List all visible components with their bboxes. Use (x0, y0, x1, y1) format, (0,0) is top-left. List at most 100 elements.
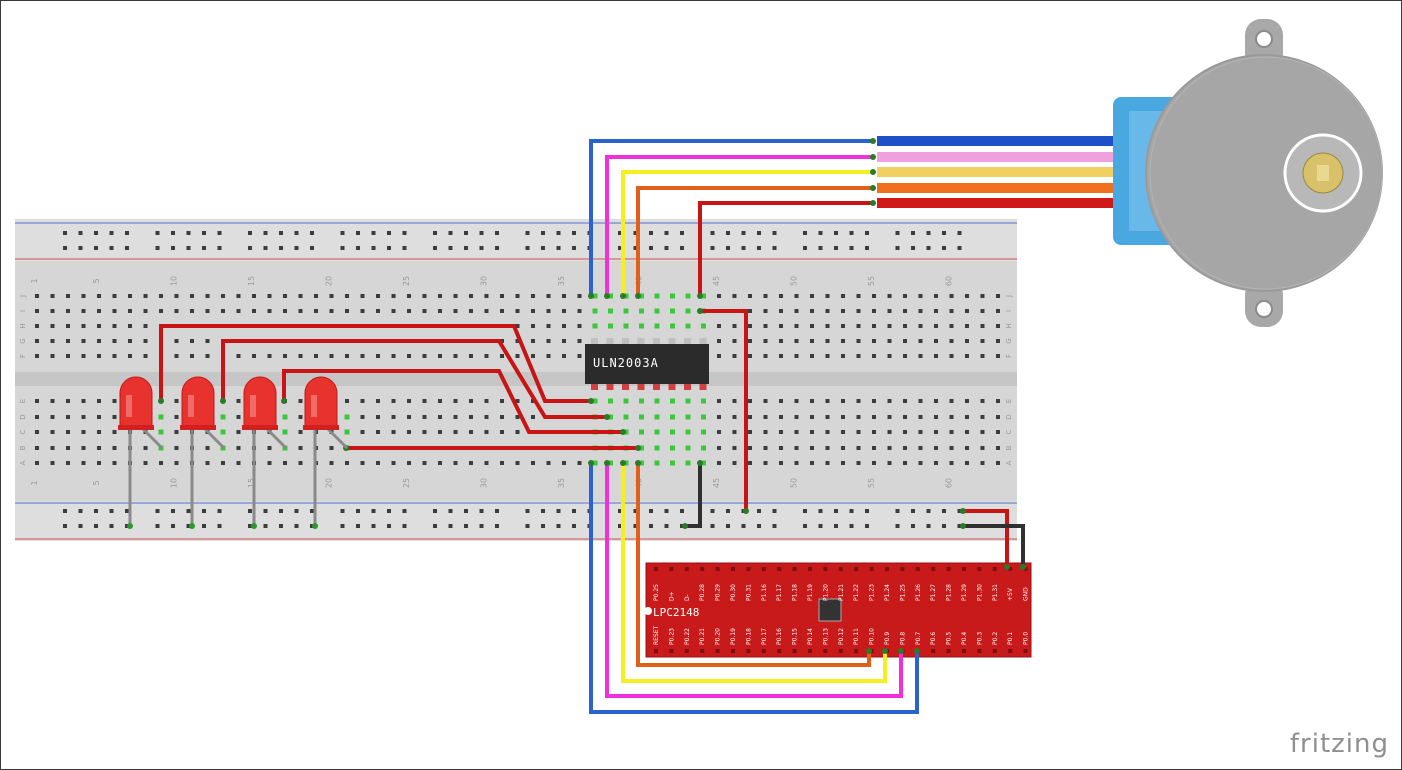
row-letter: J (1005, 295, 1013, 298)
column-number: 55 (867, 276, 876, 286)
row-letter: J (19, 295, 27, 298)
mcu-pin-hole (931, 649, 936, 653)
rail-hole (202, 524, 206, 528)
breadboard-hole (329, 461, 334, 465)
mcu-pin-label: P0.6 (930, 632, 937, 645)
rail-hole (186, 246, 191, 250)
rail-hole (865, 509, 869, 513)
rail-hole (926, 246, 931, 250)
breadboard-hole (996, 324, 1000, 328)
breadboard-hole (298, 354, 303, 358)
column-number: 25 (402, 478, 411, 488)
connected-hole (654, 323, 660, 329)
breadboard-hole (376, 294, 380, 298)
breadboard-hole (81, 339, 86, 343)
rail-hole (942, 246, 946, 250)
mcu-pin-label: P1.20 (822, 584, 829, 601)
wire-end (697, 293, 703, 299)
breadboard-hole (236, 461, 241, 465)
breadboard-hole (407, 309, 411, 313)
breadboard-hole (66, 309, 70, 313)
rail-hole (448, 231, 453, 235)
rail-hole (649, 246, 653, 250)
mcu-pin-hole (792, 567, 797, 571)
rail-hole (202, 509, 206, 513)
breadboard-hole (562, 309, 566, 313)
rail-hole (217, 246, 222, 250)
breadboard-hole (50, 354, 55, 358)
breadboard-hole (763, 415, 768, 419)
breadboard-hole (267, 354, 272, 358)
breadboard-hole (546, 309, 551, 313)
breadboard-hole (748, 461, 752, 465)
rail-hole (402, 231, 407, 235)
rail-hole (263, 509, 268, 513)
breadboard-hole (453, 309, 458, 313)
breadboard-hole (66, 294, 70, 298)
breadboard-hole (887, 446, 892, 450)
rail-hole (741, 524, 746, 528)
breadboard-hole (50, 415, 55, 419)
breadboard-hole (872, 339, 876, 343)
breadboard-hole (236, 446, 241, 450)
connected-hole (654, 398, 660, 404)
rail-hole (572, 231, 576, 235)
breadboard-hole (918, 430, 923, 434)
breadboard-hole (360, 430, 365, 434)
breadboard-hole (50, 399, 55, 403)
breadboard-hole (748, 446, 752, 450)
breadboard-hole (810, 415, 814, 419)
breadboard-hole (174, 354, 179, 358)
breadboard-hole (298, 399, 303, 403)
column-number: 5 (92, 480, 101, 485)
wire-end (604, 293, 610, 299)
breadboard-hole (965, 399, 969, 403)
center-channel (15, 372, 1017, 386)
column-number: 30 (480, 478, 489, 488)
rail-hole (186, 509, 191, 513)
motor-lead-wire (877, 152, 1113, 162)
breadboard-hole (748, 309, 752, 313)
rail-hole (495, 509, 499, 513)
mcu-pin-label: P0.23 (668, 628, 675, 645)
breadboard-hole (856, 324, 861, 328)
breadboard-hole (35, 430, 39, 434)
led-body (243, 376, 277, 428)
rail-hole (155, 524, 160, 528)
breadboard-hole (81, 294, 86, 298)
rail-hole (957, 524, 962, 528)
breadboard-hole (298, 430, 303, 434)
rail-hole (680, 231, 684, 235)
breadboard-hole (717, 415, 721, 419)
breadboard-hole (143, 294, 148, 298)
mcu-pin-label: RESET (653, 625, 660, 645)
breadboard-hole (825, 339, 830, 343)
breadboard-hole (794, 415, 799, 419)
mcu-pin-label: P1.26 (915, 584, 922, 601)
breadboard-hole (872, 309, 876, 313)
rail-hole (356, 524, 360, 528)
rail-hole (710, 246, 715, 250)
connected-hole (592, 398, 598, 404)
rail-hole (664, 231, 669, 235)
mcu-indicator (644, 607, 652, 615)
wire-orange-mcu (636, 461, 871, 667)
breadboard-hole (856, 446, 861, 450)
breadboard-hole (500, 354, 504, 358)
mcu-pin-hole (1008, 567, 1013, 571)
column-number: 20 (325, 276, 334, 286)
led-highlight (311, 395, 317, 417)
breadboard-hole (903, 446, 907, 450)
wire-blue-mcu (589, 461, 919, 714)
connected-hole (670, 308, 675, 314)
breadboard-hole (174, 461, 179, 465)
breadboard-hole (577, 309, 582, 313)
breadboard-hole (500, 294, 504, 298)
mcu-pin-label: D- (684, 594, 691, 601)
breadboard-hole (779, 354, 783, 358)
driver-pin (668, 338, 676, 346)
breadboard-hole (779, 324, 783, 328)
connected-hole (701, 414, 706, 420)
driver-pin (637, 382, 645, 390)
rail-hole (926, 509, 931, 513)
